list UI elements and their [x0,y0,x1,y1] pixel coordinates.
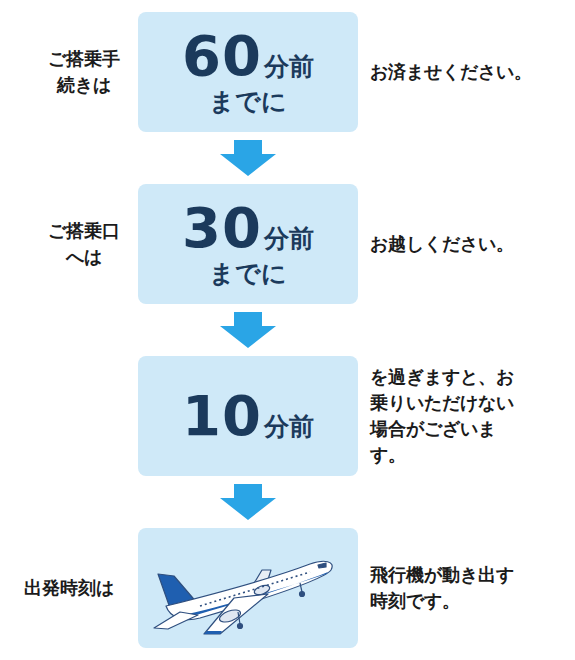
step-box: ご搭乗口へは30分前までにお越しください。 [138,184,358,304]
airplane-illustration [138,528,358,648]
minutes-unit: 分前 [264,224,314,253]
deadline-word: までに [182,260,314,288]
step-label: ご搭乗手続きは [44,46,124,98]
step-note: お済ませください。 [370,59,570,85]
wheel [300,592,305,597]
minutes-number: 10 [182,383,262,448]
deadline-word: までに [182,88,314,116]
wheel [238,624,243,629]
time-line: 10分前 [182,388,314,444]
wing-stripe [204,631,222,634]
step-note: を過ぎますと、お乗りいただけない場合がございます。 [370,364,520,468]
step-box: 10分前を過ぎますと、お乗りいただけない場合がございます。 [138,356,358,476]
step-label: ご搭乗口へは [44,218,124,270]
minutes-unit: 分前 [264,52,314,81]
box-content: 60分前までに [182,28,314,116]
flow-arrow [220,312,276,348]
step-label: 出発時刻は [14,575,124,601]
box-content: 30分前までに [182,200,314,288]
minutes-number: 30 [182,195,262,260]
minutes-number: 60 [182,23,262,88]
minutes-unit: 分前 [264,412,314,441]
box-content: 10分前 [182,388,314,444]
flow-arrow [220,484,276,520]
time-line: 60分前 [182,28,314,84]
cockpit [318,563,326,568]
step-note: 飛行機が動き出す時刻です。 [370,562,530,614]
step-box: ご搭乗手続きは60分前までにお済ませください。 [138,12,358,132]
time-line: 30分前 [182,200,314,256]
step-note: お越しください。 [370,231,570,257]
flow-arrow [220,140,276,176]
